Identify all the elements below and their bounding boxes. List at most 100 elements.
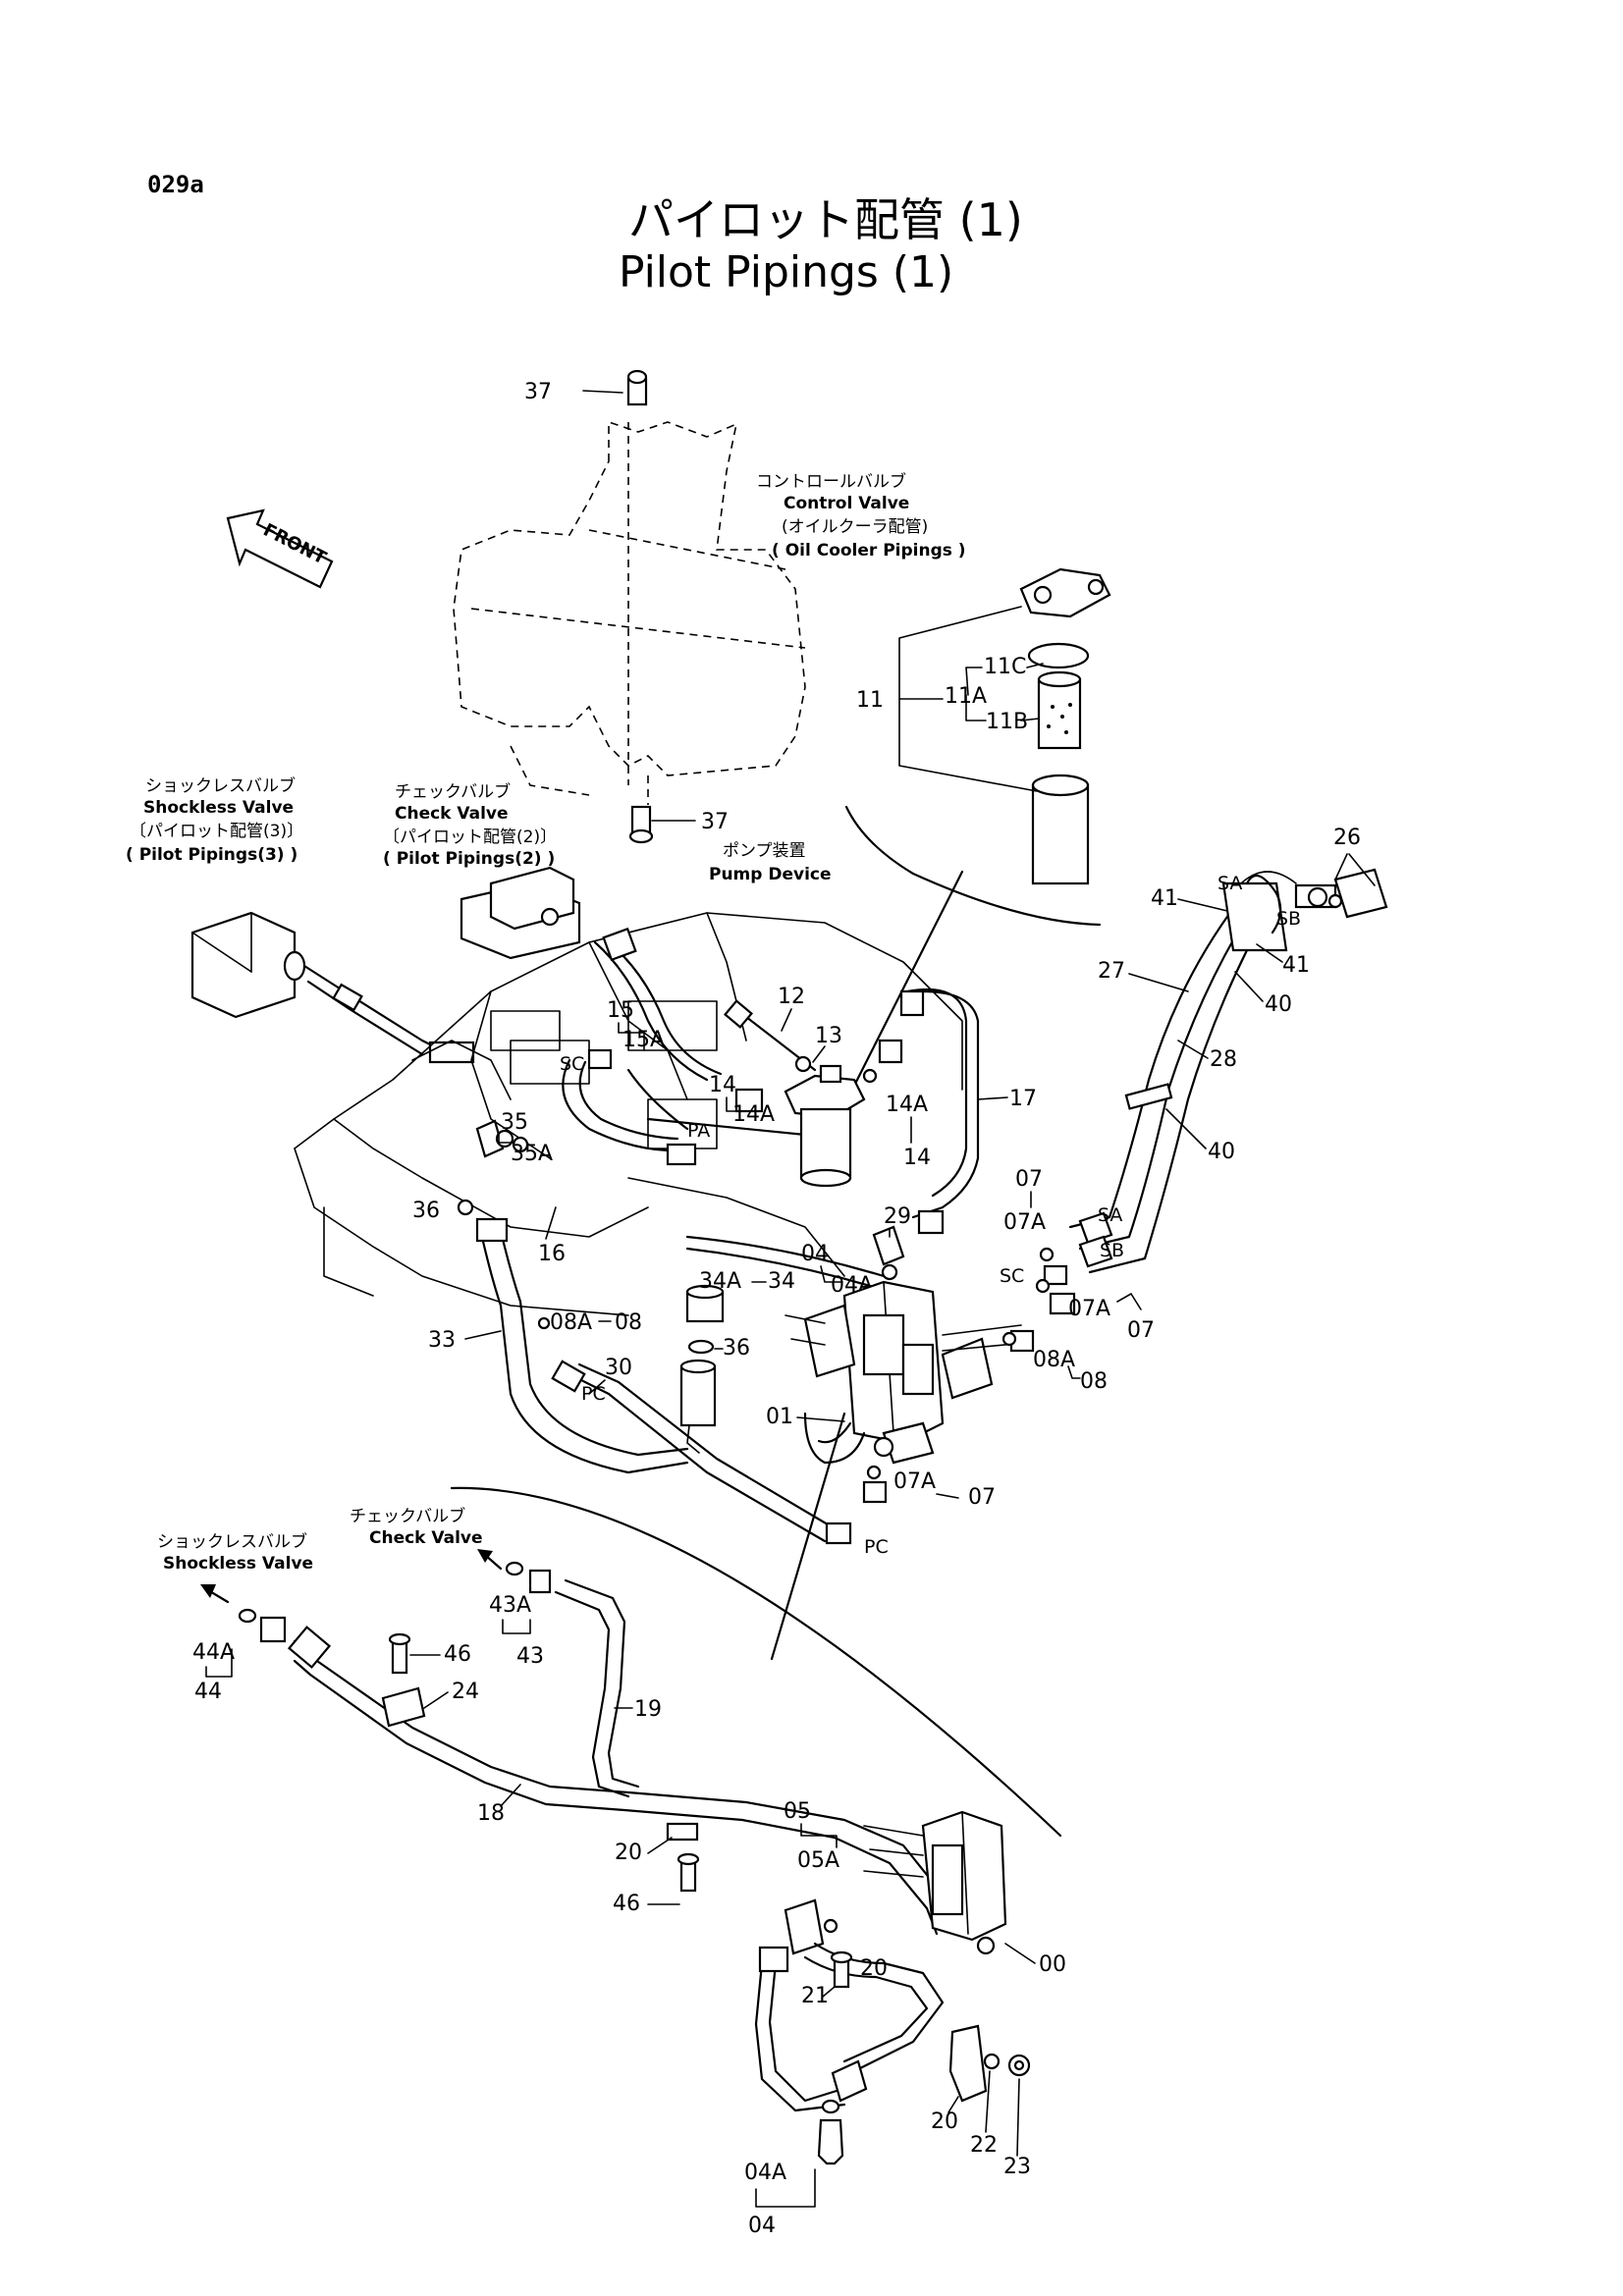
callout-20-mid: 20 (860, 1956, 888, 1981)
callout-18: 18 (477, 1801, 505, 1826)
callout-12: 12 (778, 985, 805, 1009)
callout-11B: 11B (986, 710, 1028, 734)
leader-44 (205, 1648, 233, 1678)
leader-07-lower (936, 1493, 959, 1499)
leader-41-right (1256, 943, 1283, 963)
title-japanese: パイロット配管 (1) (628, 193, 1023, 246)
pipes-18-19 (287, 1578, 954, 1936)
callout-01: 01 (766, 1405, 793, 1429)
bolts-46-clamp-24 (388, 1632, 700, 1893)
label-PC-left: PC (581, 1383, 606, 1405)
leader-27 (1128, 973, 1189, 992)
hose-04-and-fittings (754, 1942, 945, 2165)
fitting-37-bottom (628, 805, 696, 844)
callout-24: 24 (452, 1680, 479, 1704)
leader-20-right (947, 2096, 959, 2113)
note-control-valve-en: Control Valve (784, 494, 909, 513)
pilot-valve-00 (784, 1810, 1007, 1955)
leader-01 (796, 1416, 845, 1422)
leader-16 (545, 1206, 557, 1240)
callout-44A: 44A (192, 1640, 235, 1665)
pilot-valve-01 (784, 1280, 1026, 1465)
callout-17: 17 (1009, 1087, 1037, 1111)
callout-13: 13 (815, 1024, 842, 1048)
callout-33: 33 (428, 1328, 456, 1353)
leader-41-left (1177, 898, 1228, 912)
page-id: 029a (147, 171, 204, 198)
callout-40-bottom: 40 (1208, 1140, 1235, 1164)
label-PC-right: PC (864, 1536, 889, 1558)
note-check-bottom-jp: チェックバルブ (350, 1506, 465, 1526)
leader-15 (618, 1022, 645, 1051)
callout-36-center: 36 (723, 1336, 750, 1361)
callout-46-bottom: 46 (613, 1892, 640, 1916)
label-SA-mid: SA (1098, 1204, 1122, 1226)
callout-43: 43 (516, 1644, 544, 1669)
callout-11A: 11A (945, 684, 987, 709)
leader-23 (1016, 2078, 1020, 2157)
callout-35A: 35A (511, 1142, 553, 1166)
callout-44: 44 (194, 1680, 222, 1704)
leader-04-lower (755, 2168, 816, 2208)
check-valve-block-top (460, 866, 581, 960)
leader-28 (1177, 1040, 1209, 1059)
leader-07-mid (1116, 1293, 1142, 1310)
callout-14-left: 14 (709, 1073, 736, 1097)
note-check-bottom-en: Check Valve (369, 1528, 483, 1548)
callout-40-top: 40 (1265, 992, 1292, 1017)
note-check-top-sub-en: ( Pilot Pipings(2) ) (383, 849, 555, 869)
callout-43A: 43A (489, 1593, 531, 1618)
label-PA: PA (687, 1120, 710, 1142)
callout-11: 11 (856, 688, 884, 713)
note-shockless-bottom-jp: ショックレスバルブ (157, 1531, 307, 1552)
callout-23: 23 (1003, 2155, 1031, 2179)
callout-11C: 11C (984, 655, 1026, 679)
filter-assembly-11 (898, 567, 1111, 885)
callout-37-top: 37 (524, 380, 552, 404)
leader-35 (498, 1132, 515, 1144)
callout-07A-lower: 07A (893, 1469, 936, 1494)
note-shockless-top-sub-jp: 〔パイロット配管(3)〕 (130, 822, 303, 841)
callout-08A-left: 08A (550, 1310, 592, 1335)
fittings-29-34-36 (679, 1225, 905, 1454)
note-shockless-top-en: Shockless Valve (143, 798, 294, 818)
note-shockless-top-sub-en: ( Pilot Pipings(3) ) (126, 845, 298, 865)
callout-15: 15 (607, 998, 634, 1023)
o-ring-08A-left (537, 1316, 551, 1330)
note-shockless-bottom-en: Shockless Valve (163, 1554, 313, 1574)
callout-08-left: 08 (615, 1310, 642, 1335)
callout-29: 29 (884, 1204, 911, 1229)
callout-07A-upper: 07A (1003, 1210, 1046, 1235)
hose-set-27-28-40 (1068, 853, 1388, 1274)
arrow-to-shockless-icon (200, 1584, 230, 1604)
callout-14A-right: 14A (886, 1093, 928, 1117)
callout-34A: 34A (699, 1269, 741, 1294)
leader-22 (985, 2070, 991, 2133)
callout-19: 19 (634, 1697, 662, 1722)
callout-41-right: 41 (1282, 953, 1310, 978)
note-pump-en: Pump Device (709, 865, 832, 884)
hoses-upper (562, 927, 980, 1292)
fittings-43-44 (238, 1561, 552, 1643)
callout-36-left: 36 (412, 1199, 440, 1223)
callout-07-upper: 07 (1015, 1167, 1043, 1192)
note-check-top-sub-jp: 〔パイロット配管(2)〕 (383, 828, 557, 847)
control-valve-outline (453, 420, 806, 805)
callout-28: 28 (1210, 1047, 1237, 1072)
filter-on-pump (724, 999, 903, 1188)
leader-08-right (1067, 1365, 1081, 1379)
leader-40-bottom (1165, 1108, 1207, 1149)
callout-05A: 05A (797, 1848, 839, 1873)
note-check-top-en: Check Valve (395, 804, 509, 824)
callout-22: 22 (970, 2133, 998, 2158)
callout-07-lower: 07 (968, 1485, 996, 1510)
callout-07-mid: 07 (1127, 1318, 1155, 1343)
callout-14-right: 14 (903, 1146, 931, 1170)
leader-17 (977, 1096, 1008, 1100)
label-SB-top: SB (1276, 908, 1301, 930)
leader-21 (822, 1986, 836, 1998)
leader-00 (1004, 1943, 1036, 1964)
leader-13 (812, 1045, 826, 1063)
note-check-top-jp: チェックバルブ (395, 781, 511, 802)
callout-34: 34 (768, 1269, 795, 1294)
